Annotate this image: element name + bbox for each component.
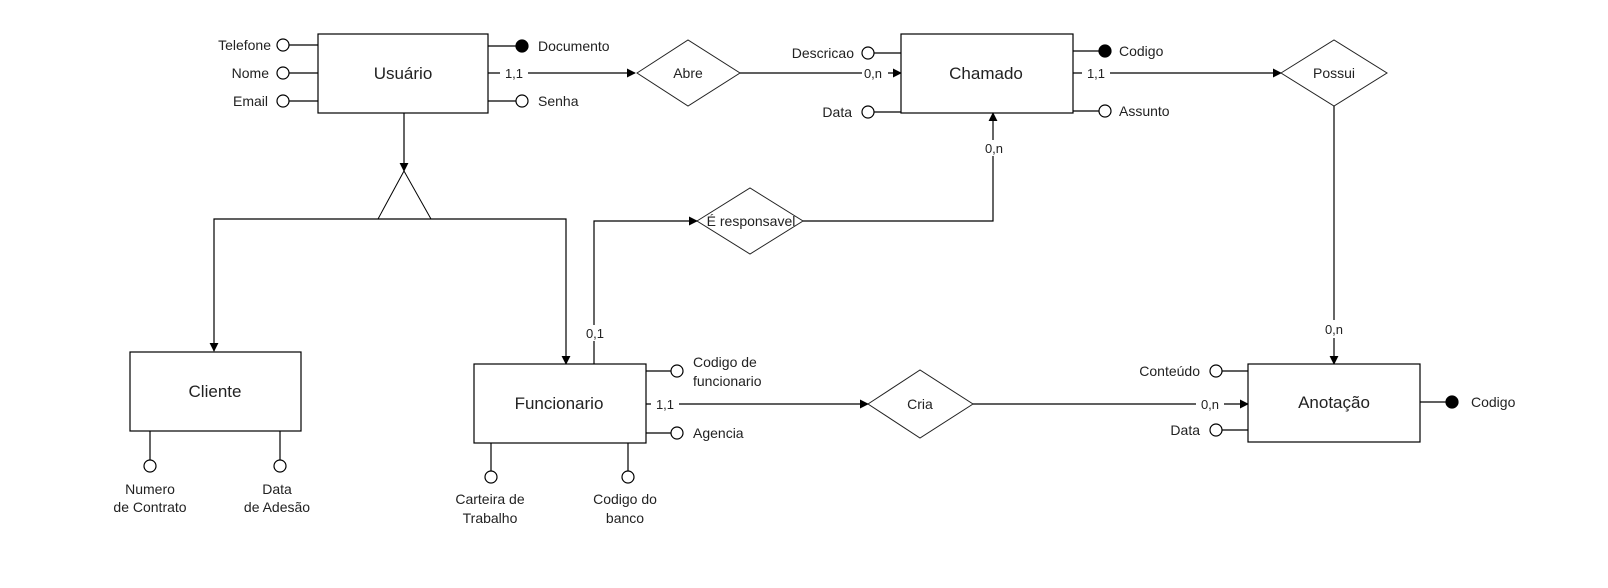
attr-usuario-email: Email [233, 93, 318, 109]
attr-anotacao-data: Data [1170, 422, 1248, 438]
entity-chamado-label: Chamado [949, 64, 1023, 83]
card-bg [1196, 396, 1224, 412]
attr-usuario-telefone: Telefone [218, 37, 318, 53]
svg-text:Email: Email [233, 93, 268, 109]
svg-text:banco: banco [606, 510, 644, 526]
cardinality-possui-anotacao: 0,n [1325, 322, 1343, 337]
attr-funcionario-codigo-banco: Codigo do banco [593, 443, 657, 526]
card-bg [651, 396, 679, 412]
svg-text:Conteúdo: Conteúdo [1139, 363, 1200, 379]
svg-text:Telefone: Telefone [218, 37, 271, 53]
attr-cliente-data-adesao: Data de Adesão [244, 431, 310, 515]
svg-text:Carteira de: Carteira de [455, 491, 524, 507]
card-bg [1320, 320, 1348, 338]
cardinality-usuario-abre: 1,1 [505, 66, 523, 81]
svg-text:Assunto: Assunto [1119, 103, 1170, 119]
card-bg [1082, 65, 1110, 81]
relationship-abre-label: Abre [673, 65, 703, 81]
relationship-cria[interactable]: Cria [867, 369, 974, 439]
attr-anotacao-codigo: Codigo [1420, 394, 1516, 410]
svg-text:Agencia: Agencia [693, 425, 744, 441]
relationship-responsavel-label: É responsavel [707, 213, 796, 229]
relationship-responsavel[interactable]: É responsavel [696, 187, 804, 255]
relationship-possui[interactable]: Possui [1280, 39, 1388, 107]
svg-text:Nome: Nome [232, 65, 270, 81]
svg-text:Codigo do: Codigo do [593, 491, 657, 507]
card-bg [980, 140, 1008, 156]
entity-usuario-label: Usuário [374, 64, 433, 83]
entity-usuario[interactable]: Usuário [317, 33, 489, 114]
cardinality-abre-chamado: 0,n [864, 66, 882, 81]
responsavel-chamado-line [803, 112, 998, 222]
entity-cliente[interactable]: Cliente [129, 351, 302, 432]
attr-cliente-numero-contrato: Numero de Contrato [113, 431, 187, 515]
svg-text:Codigo de: Codigo de [693, 354, 757, 370]
card-bg [500, 63, 528, 81]
svg-text:Data: Data [1170, 422, 1200, 438]
attr-usuario-documento: Documento [488, 38, 610, 54]
cardinality-funcionario-responsavel: 0,1 [586, 326, 604, 341]
svg-text:Senha: Senha [538, 93, 579, 109]
relationship-cria-label: Cria [907, 396, 933, 412]
svg-text:Codigo: Codigo [1471, 394, 1516, 410]
funcionario-responsavel-line [593, 216, 698, 364]
cardinality-funcionario-cria: 1,1 [656, 397, 674, 412]
attr-chamado-descricao: Descricao [792, 45, 901, 61]
attr-chamado-assunto: Assunto [1073, 103, 1170, 119]
attr-chamado-data: Data [822, 104, 901, 120]
attr-funcionario-agencia: Agencia [646, 425, 744, 441]
svg-text:de Contrato: de Contrato [113, 499, 186, 515]
card-bg [582, 325, 608, 341]
relationship-possui-label: Possui [1313, 65, 1355, 81]
card-bg [862, 65, 888, 81]
cardinality-cria-anotacao: 0,n [1201, 397, 1219, 412]
specialization-funcionario-line [404, 218, 571, 365]
cardinality-responsavel-chamado: 0,n [985, 141, 1003, 156]
attr-usuario-nome: Nome [232, 65, 318, 81]
entity-anotacao[interactable]: Anotação [1247, 363, 1421, 443]
entity-funcionario[interactable]: Funcionario [473, 363, 647, 444]
attr-usuario-senha: Senha [488, 93, 579, 109]
relationship-abre[interactable]: Abre [636, 39, 741, 107]
svg-text:Trabalho: Trabalho [463, 510, 518, 526]
attr-funcionario-codigo: Codigo de funcionario [646, 354, 762, 389]
svg-text:Data: Data [262, 481, 292, 497]
entity-anotacao-label: Anotação [1298, 393, 1370, 412]
attr-funcionario-carteira: Carteira de Trabalho [455, 443, 525, 526]
specialization-cliente-line [209, 218, 404, 352]
svg-text:Numero: Numero [125, 481, 175, 497]
svg-text:Descricao: Descricao [792, 45, 854, 61]
attr-chamado-codigo: Codigo [1073, 43, 1164, 59]
svg-text:de Adesão: de Adesão [244, 499, 310, 515]
svg-text:Codigo: Codigo [1119, 43, 1164, 59]
entity-chamado[interactable]: Chamado [900, 33, 1074, 114]
entity-cliente-label: Cliente [189, 382, 242, 401]
cardinality-chamado-possui: 1,1 [1087, 66, 1105, 81]
svg-text:Data: Data [822, 104, 852, 120]
specialization-triangle [377, 169, 432, 220]
svg-text:funcionario: funcionario [693, 373, 762, 389]
entity-funcionario-label: Funcionario [515, 394, 604, 413]
attr-anotacao-conteudo: Conteúdo [1139, 363, 1248, 379]
svg-text:Documento: Documento [538, 38, 610, 54]
